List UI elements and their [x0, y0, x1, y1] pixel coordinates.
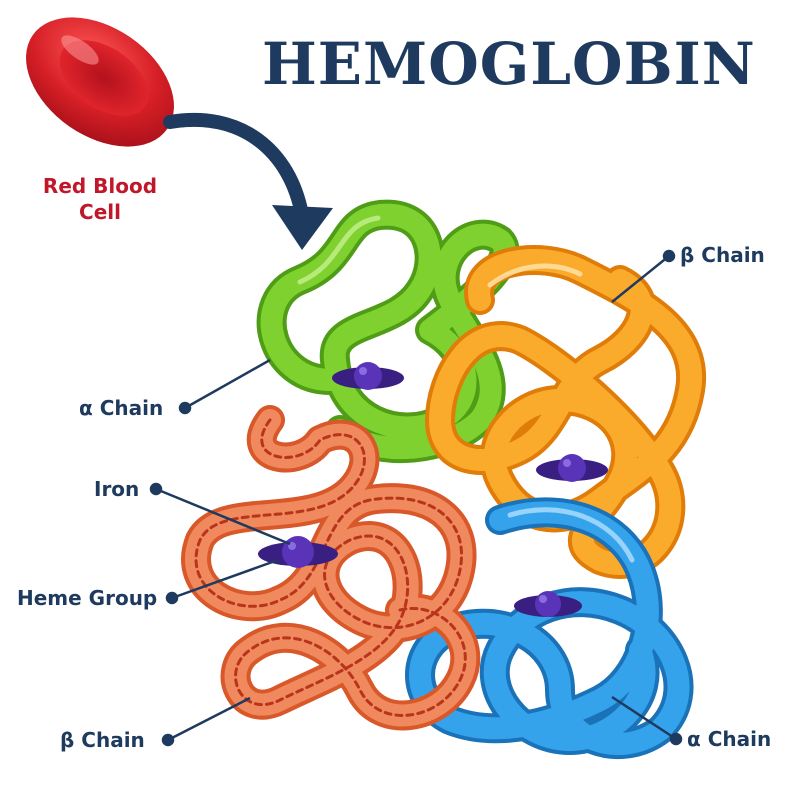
red-blood-cell-label: Red Blood Cell	[40, 173, 160, 225]
heme-group-top-right	[536, 454, 608, 482]
red-blood-cell-label-line2: Cell	[40, 199, 160, 225]
red-blood-cell-label-line1: Red Blood	[40, 173, 160, 199]
heme-group-label: Heme Group	[17, 586, 157, 610]
red-blood-cell	[2, 0, 198, 173]
iron-label: Iron	[94, 477, 139, 501]
arrow-icon	[170, 120, 333, 250]
beta-chain-bottom-label: β Chain	[60, 728, 145, 752]
page-title: HEMOGLOBIN	[262, 30, 762, 98]
beta-chain-top-label: β Chain	[680, 243, 765, 267]
alpha-chain-left-label: α Chain	[79, 396, 163, 420]
alpha-chain-bottom-label: α Chain	[687, 727, 771, 751]
